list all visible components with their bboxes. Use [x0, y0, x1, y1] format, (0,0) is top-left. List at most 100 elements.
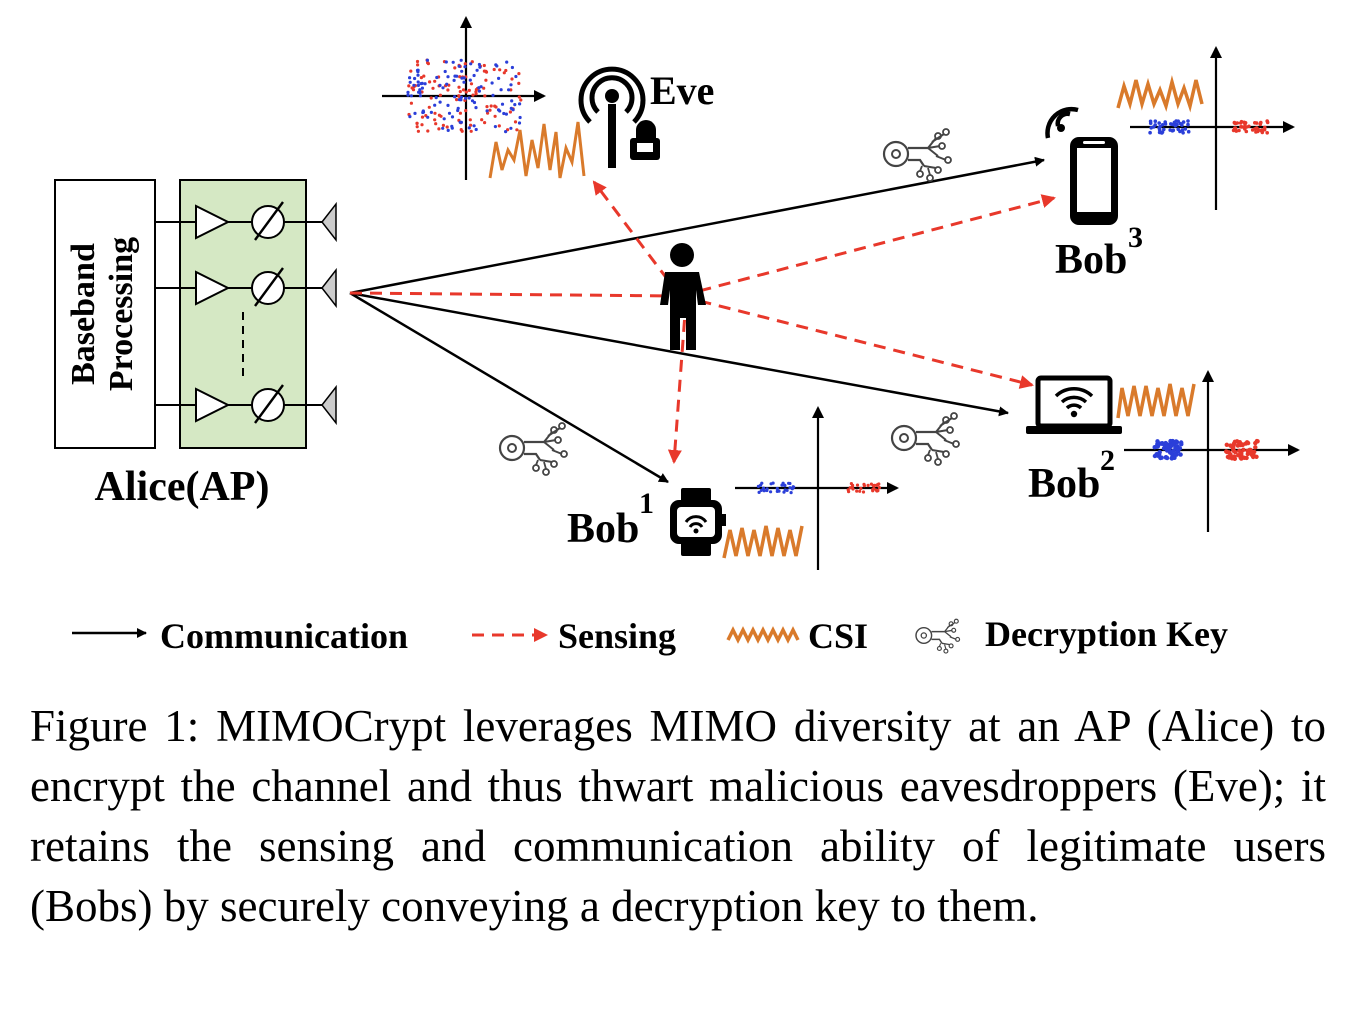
constellation-point — [471, 93, 475, 97]
constellation-point — [420, 86, 424, 90]
constellation-point — [1231, 448, 1236, 453]
constellation-point — [757, 490, 761, 494]
constellation-point — [513, 103, 517, 107]
legend-key-icon — [915, 618, 961, 654]
constellation-point — [413, 76, 417, 81]
constellation-point — [1175, 122, 1179, 127]
constellation-point — [434, 96, 438, 100]
legend-csi-swatch — [726, 626, 800, 644]
constellation-point — [469, 82, 474, 86]
constellation-point — [518, 115, 522, 120]
constellation-point — [416, 83, 420, 87]
constellation-point — [457, 85, 461, 89]
constellation-point — [441, 86, 445, 90]
bob1-constellation-plot — [735, 406, 899, 570]
constellation-point — [1253, 121, 1257, 125]
constellation-point — [464, 109, 468, 113]
constellation-point — [1162, 127, 1166, 132]
constellation-point — [504, 130, 508, 134]
constellation-point — [765, 488, 769, 493]
constellation-point — [445, 82, 449, 86]
rf-chain-3 — [155, 384, 337, 426]
bob2-label: Bob — [1028, 461, 1100, 507]
key-icon-bob3 — [882, 127, 953, 183]
constellation-point — [477, 62, 481, 67]
bob3-csi-wave — [1116, 75, 1204, 113]
constellation-point — [507, 88, 511, 92]
constellation-point — [1228, 452, 1233, 457]
constellation-point — [1244, 129, 1249, 134]
constellation-point — [875, 483, 879, 487]
constellation-point — [1238, 455, 1243, 460]
constellation-point — [408, 80, 412, 84]
alice-label: Alice(AP) — [95, 464, 270, 510]
constellation-point — [1169, 443, 1174, 448]
caption-mimo: MIMO — [216, 701, 344, 751]
bob3-label: Bob — [1055, 237, 1127, 283]
constellation-point — [468, 118, 472, 122]
constellation-point — [433, 118, 437, 122]
constellation-point — [514, 74, 518, 79]
constellation-point — [472, 124, 476, 128]
constellation-point — [443, 69, 447, 74]
bob2-csi-wave — [1116, 383, 1196, 419]
constellation-point — [417, 90, 421, 94]
rf-chain-1 — [155, 201, 337, 243]
constellation-point — [474, 92, 478, 96]
sensing-link-bob2 — [679, 294, 1034, 389]
constellation-point — [428, 80, 432, 84]
constellation-point — [457, 94, 461, 98]
bob3-phone-icon — [1045, 106, 1118, 225]
constellation-point — [1181, 120, 1186, 124]
legend-csi-label: CSI — [808, 616, 868, 656]
constellation-point — [484, 70, 489, 74]
constellation-point — [1149, 126, 1153, 130]
constellation-point — [427, 105, 431, 109]
constellation-point — [415, 121, 419, 125]
constellation-point — [442, 117, 446, 121]
constellation-point — [519, 98, 523, 102]
rf-chain-block — [155, 179, 337, 449]
constellation-point — [457, 64, 461, 68]
constellation-point — [771, 481, 775, 485]
constellation-point — [453, 95, 457, 99]
constellation-point — [474, 106, 478, 110]
constellation-point — [510, 65, 514, 70]
comm-link-bob1 — [349, 291, 669, 484]
constellation-point — [472, 73, 476, 78]
constellation-point — [1148, 119, 1153, 124]
legend-communication-label: Communication — [160, 616, 408, 656]
bob2-constellation-plot — [1124, 370, 1300, 532]
constellation-point — [505, 60, 509, 64]
constellation-point — [433, 111, 437, 115]
constellation-point — [518, 102, 522, 106]
constellation-point — [451, 60, 455, 64]
constellation-point — [1265, 131, 1269, 135]
constellation-point — [1250, 128, 1255, 132]
constellation-point — [850, 485, 855, 489]
constellation-point — [760, 481, 764, 485]
constellation-point — [1159, 455, 1164, 460]
constellation-point — [499, 88, 503, 92]
constellation-point — [493, 114, 497, 118]
constellation-point — [1237, 128, 1241, 133]
constellation-point — [446, 88, 450, 92]
constellation-point — [438, 100, 442, 104]
constellation-point — [789, 491, 793, 495]
constellation-point — [412, 83, 416, 87]
constellation-point — [1180, 128, 1185, 132]
constellation-point — [1181, 131, 1185, 135]
constellation-point — [457, 98, 461, 102]
constellation-point — [1178, 121, 1183, 126]
constellation-point — [431, 86, 435, 90]
legend-key-label: Decryption Key — [985, 614, 1228, 654]
constellation-point — [459, 95, 463, 99]
bob2-index: 2 — [1100, 444, 1115, 477]
figure-caption: Figure 1: MIMOCrypt leverages MIMO diver… — [30, 696, 1326, 936]
constellation-point — [413, 111, 417, 115]
constellation-point — [498, 68, 502, 72]
constellation-point — [1152, 453, 1158, 459]
constellation-point — [769, 490, 773, 494]
constellation-point — [1262, 127, 1267, 132]
constellation-point — [419, 82, 423, 86]
